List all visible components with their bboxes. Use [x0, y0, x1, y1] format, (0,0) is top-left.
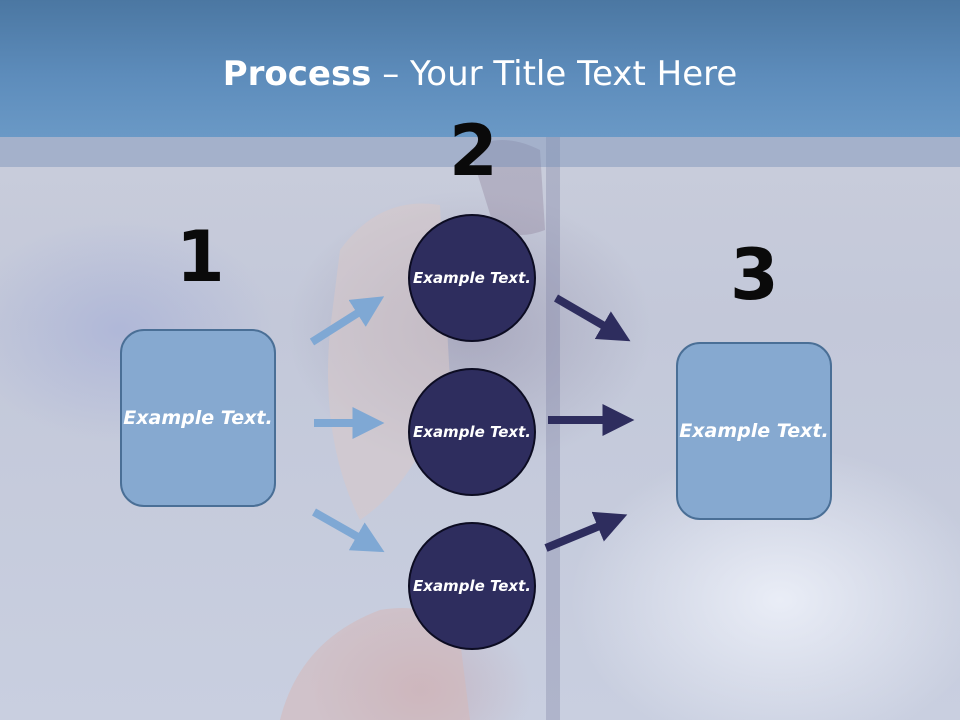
arrow-left-to-top [309, 296, 385, 346]
step-number-3: 3 [730, 234, 779, 316]
step-number-2: 2 [449, 110, 498, 192]
title-bold: Process [222, 54, 372, 94]
background-arm [470, 140, 545, 235]
step3-box: Example Text. [676, 342, 832, 520]
step2-circle-bottom: Example Text. [408, 522, 536, 650]
step-number-1: 1 [176, 216, 225, 298]
slide-title: Process – Your Title Text Here [0, 52, 960, 96]
step1-box: Example Text. [120, 329, 276, 507]
arrow-top-to-right [553, 294, 631, 342]
title-rest: – Your Title Text Here [371, 54, 738, 94]
background-body [280, 608, 470, 720]
background-pole [546, 137, 560, 720]
header-band [0, 0, 960, 137]
step2-circle-middle: Example Text. [408, 368, 536, 496]
header-strip [0, 137, 960, 167]
arrow-left-to-bottom [312, 508, 385, 553]
step2-circle-top: Example Text. [408, 214, 536, 342]
arrow-bottom-to-right [544, 511, 628, 552]
